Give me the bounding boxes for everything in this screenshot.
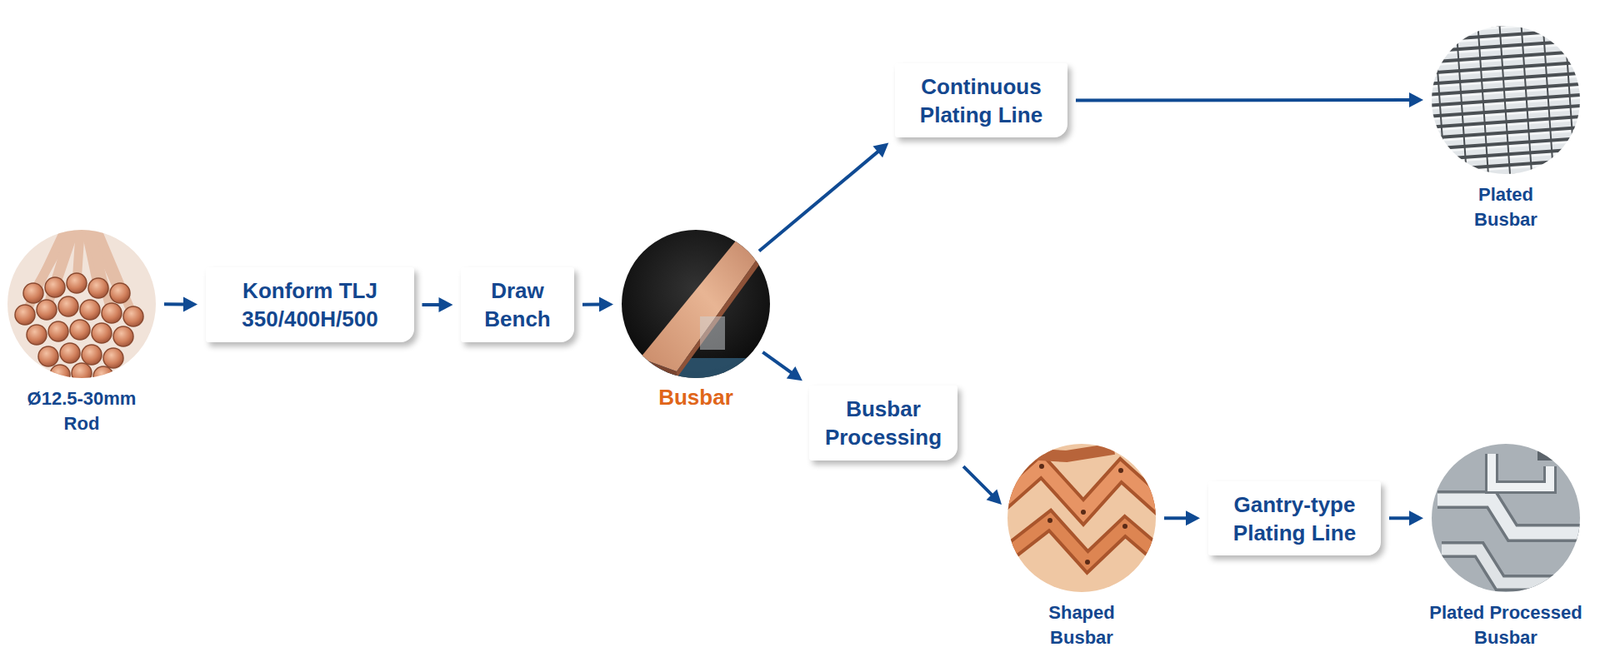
- process-box: Continuous Plating Line: [895, 63, 1068, 138]
- process-box: Konform TLJ 350/400H/500: [205, 267, 415, 343]
- box-label: Konform TLJ 350/400H/500: [214, 276, 406, 334]
- arrow-head: [599, 297, 614, 313]
- arrow-line: [759, 150, 880, 251]
- arrow-head: [1185, 510, 1200, 526]
- box-label: Continuous Plating Line: [903, 72, 1060, 130]
- flow-arrow: [422, 297, 454, 313]
- arrow-head: [183, 296, 198, 312]
- flow-arrow: [963, 466, 1002, 505]
- flow-arrow: [759, 142, 889, 251]
- arrow-head: [1409, 510, 1424, 526]
- arrow-line: [1164, 516, 1189, 520]
- process-box: Busbar Processing: [809, 385, 958, 461]
- arrow-line: [963, 466, 994, 497]
- arrow-line: [1389, 516, 1412, 520]
- flow-arrow: [582, 297, 614, 313]
- arrow-line: [422, 303, 442, 307]
- circle-caption: Plated Processed Busbar: [1416, 600, 1596, 651]
- process-box: Draw Bench: [460, 267, 575, 343]
- arrow-line: [1075, 98, 1412, 102]
- photo-circle: Shaped Busbar: [1007, 444, 1156, 593]
- box-label: Busbar Processing: [817, 395, 950, 452]
- circle-caption: Ø12.5-30mm Rod: [15, 386, 149, 437]
- photo-circle: Ø12.5-30mm Rod: [7, 230, 156, 379]
- flow-arrow: [762, 352, 803, 381]
- photo-circle: Busbar: [621, 230, 770, 379]
- flow-arrow: [1389, 510, 1424, 526]
- arrow-line: [762, 352, 793, 375]
- arrow-line: [164, 302, 186, 306]
- arrow-head: [786, 366, 803, 381]
- arrow-head: [1409, 92, 1424, 108]
- photo-circle: Plated Busbar: [1431, 25, 1580, 175]
- box-label: Gantry-type Plating Line: [1216, 490, 1373, 548]
- box-label: Draw Bench: [469, 276, 566, 334]
- photo-circle: Plated Processed Busbar: [1431, 444, 1580, 593]
- arrow-head: [873, 142, 890, 158]
- arrow-head: [439, 297, 454, 313]
- circle-caption: Plated Busbar: [1455, 182, 1556, 233]
- process-box: Gantry-type Plating Line: [1208, 481, 1381, 556]
- circle-caption: Busbar: [658, 385, 734, 410]
- arrow-head: [986, 490, 1002, 505]
- flow-arrow: [1075, 92, 1424, 108]
- flow-arrow: [164, 296, 198, 312]
- flow-arrow: [1164, 510, 1200, 526]
- arrow-line: [582, 303, 602, 307]
- circle-caption: Shaped Busbar: [1023, 600, 1140, 651]
